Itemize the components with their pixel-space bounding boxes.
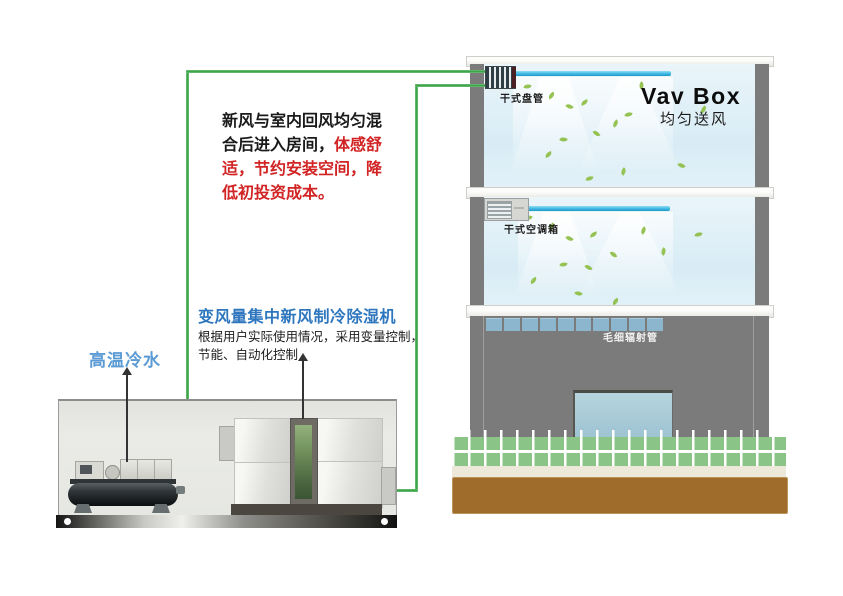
capillary-panel [629,318,646,331]
capillary-panel [539,318,556,331]
pipe-a-horizontal-top [186,70,486,73]
mixing-benefit-note: 新风与室内回风均匀混合后进入房间，体感舒适，节约安装空间，降低初投资成本。 [222,110,388,206]
dry-ahu-label: 干式空调箱 [504,225,559,236]
vav-box-title: Vav Box [641,83,741,109]
capillary-panel [557,318,574,331]
hedge-fence [452,437,786,466]
chiller-leg-right [152,504,170,513]
chiller-leg-left [74,504,92,513]
floor2-left-column [470,197,484,305]
dehumidifier-desc-line1: 根据用户实际使用情况，采用变量控制， [198,330,424,344]
chiller-shell [68,483,178,506]
dehumidifier-description: 根据用户实际使用情况，采用变量控制， 节能、自动化控制 [198,328,423,364]
arrow-chilled-water-head [122,367,132,375]
rail-dot-right [381,518,388,525]
dry-coil-unit [485,66,516,89]
capillary-panel [575,318,592,331]
capillary-panel [521,318,538,331]
ahu-center-column [290,418,318,508]
rail-dot-left [64,518,71,525]
ahu-right-side-panel [381,467,396,505]
arrow-dehumidifier-line [302,360,304,419]
arrow-dehumidifier-head [298,353,308,361]
capillary-panel [593,318,610,331]
chiller-nozzle [176,486,185,494]
dehumidifier-desc-line2: 节能、自动化控制 [198,348,299,362]
chiller-header-pipe [70,479,176,484]
machine-room-base-rail [56,515,397,528]
floor2-supply-duct [520,206,670,211]
floor1-supply-duct [513,71,671,76]
pipe-b-ahu-connector [391,489,418,492]
floor2-right-column [755,197,769,305]
ground-soil [452,477,788,514]
pipe-a-vertical [186,70,189,490]
sidewalk-strip [452,466,786,477]
ahu-body [234,418,383,508]
pipe-b-vertical [415,84,418,492]
dry-ahu-grille [487,201,512,219]
dry-ahu-unit [484,198,529,221]
dry-ahu-slot [514,207,524,209]
dry-coil-end-cap [512,67,516,88]
capillary-panel [486,318,502,331]
arrow-chilled-water-line [126,374,128,462]
vav-box-subtitle: 均匀送风 [660,111,729,128]
floor1-right-column [755,64,769,187]
ahu-base [231,504,382,515]
chiller-screen [80,465,92,474]
floor1-left-column [470,64,484,187]
mixing-benefit-note-black: 新风与室内回风均匀混合后进入房间， [222,113,383,154]
fence-posts [452,430,786,437]
capillary-panel [503,318,520,331]
ahu-sight-glass [295,425,312,499]
pipe-b-horizontal-top [415,84,486,87]
dehumidifier-title: 变风量集中新风制冷除湿机 [198,309,397,326]
capillary-panel-row [486,318,664,331]
capillary-panel [611,318,628,331]
chilled-water-label: 高温冷水 [89,351,161,370]
mixing-benefit-note-red: 体感舒适，节约安装空间，降低初投资成本。 [222,137,383,202]
capillary-panel [647,318,664,331]
chiller-motor [105,465,120,480]
dry-coil-label: 干式盘管 [500,94,544,105]
capillary-label: 毛细辐射管 [603,333,658,344]
